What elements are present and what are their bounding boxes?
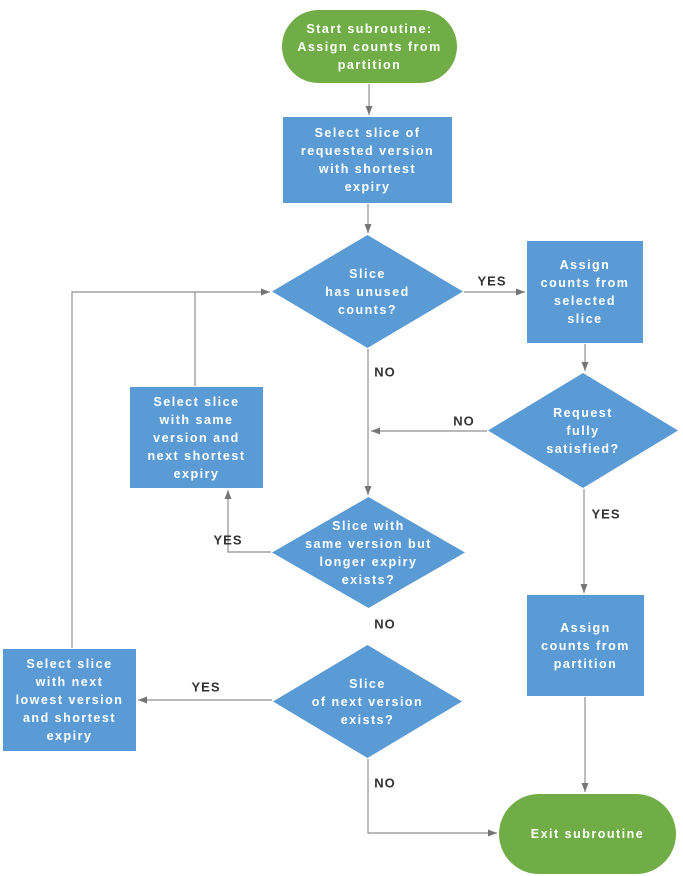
longer-expiry-yes-label: YES: [213, 532, 243, 548]
assign-partition-process-node: Assign counts from partition: [527, 595, 644, 696]
has-unused-label: Slice has unused counts?: [325, 266, 410, 317]
start-terminator-label: Start subroutine: Assign counts from par…: [297, 21, 442, 72]
select-requested-process-node: Select slice of requested version with s…: [283, 117, 452, 203]
next-version-yes-label: YES: [191, 679, 221, 695]
assign-selected-label: Assign counts from selected slice: [540, 258, 630, 326]
select-next-lowest-process-node: Select slice with next lowest version an…: [3, 649, 136, 751]
select-same-version-label: Select slice with same version and next …: [147, 394, 246, 481]
start-terminator-node: Start subroutine: Assign counts from par…: [282, 10, 457, 83]
select-requested-label: Select slice of requested version with s…: [300, 126, 435, 194]
longer-expiry-label: Slice with same version but longer expir…: [305, 518, 432, 587]
assign-partition-label: Assign counts from partition: [541, 620, 630, 671]
request-satisfied-label: Request fully satisfied?: [546, 405, 620, 456]
edge-select-next-lowest-return-to-has-unused: [71, 288, 270, 648]
request-satisfied-yes-label: YES: [591, 506, 621, 522]
longer-expiry-no-label: NO: [374, 616, 396, 632]
edge-longer-expiry-yes-to-select-same: [224, 490, 271, 553]
has-unused-no-label: NO: [374, 364, 396, 380]
select-next-lowest-label: Select slice with next lowest version an…: [15, 657, 124, 743]
edge-next-version-no-to-exit: [367, 759, 497, 837]
assign-selected-process-node: Assign counts from selected slice: [527, 241, 643, 343]
next-version-no-label: NO: [374, 775, 396, 791]
next-version-label: Slice of next version exists?: [311, 676, 424, 727]
exit-terminator-label: Exit subroutine: [530, 827, 645, 841]
select-same-version-process-node: Select slice with same version and next …: [130, 387, 263, 488]
exit-terminator-node: Exit subroutine: [499, 794, 676, 874]
has-unused-yes-label: YES: [477, 273, 507, 289]
request-satisfied-no-label: NO: [453, 413, 475, 429]
